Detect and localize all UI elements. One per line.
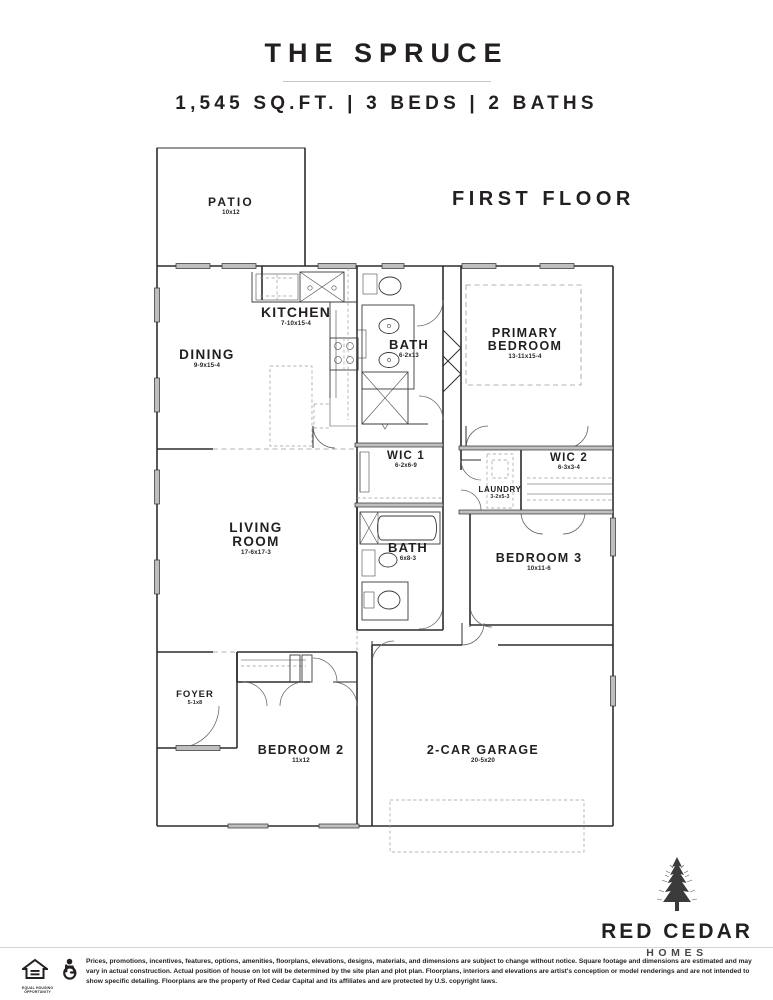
title-divider — [282, 81, 491, 82]
equal-housing-icon — [20, 958, 50, 979]
page-title: THE SPRUCE — [264, 38, 509, 68]
primary-bedroom-tray — [465, 284, 582, 386]
brand-block: RED CEDAR HOMES — [592, 855, 762, 959]
pine-tree-icon — [656, 857, 698, 911]
wic1-fixtures — [357, 451, 443, 499]
primary-bath-fixtures — [356, 273, 428, 430]
interior-walls-lower — [157, 630, 613, 826]
door-swings — [175, 274, 589, 751]
room-label-living-room: LIVING ROOM 17-6x17-3 — [229, 520, 283, 557]
floorplan-drawing: .w { fill:none; stroke:#2d2d2d; stroke-w… — [154, 147, 616, 853]
room-label-wic1: WIC 1 6-2x6-9 — [387, 450, 425, 470]
wall-caps — [227, 442, 614, 829]
room-label-dining: DINING 9-9x15-4 — [179, 347, 235, 370]
room-label-wic2: WIC 2 6-3x3-4 — [550, 452, 588, 472]
room-label-bedroom2: BEDROOM 2 11x12 — [257, 743, 345, 765]
brand-subtitle: HOMES — [646, 947, 708, 959]
page-header: THE SPRUCE 1,545 SQ.FT. | 3 BEDS | 2 BAT… — [0, 38, 773, 114]
kitchen-fixtures — [251, 268, 359, 447]
room-label-patio: PATIO 10x12 — [208, 195, 254, 216]
garage-pad — [389, 799, 585, 853]
floorplan-svg: .w { fill:none; stroke:#2d2d2d; stroke-w… — [154, 147, 616, 853]
room-label-primary-bedroom: PRIMARY BEDROOM 13-11x15-4 — [487, 326, 563, 361]
bath2-fixtures — [359, 511, 441, 621]
laundry-fixtures — [486, 453, 514, 509]
room-label-bedroom3: BEDROOM 3 10x11-6 — [495, 551, 583, 573]
room-label-bath2: BATH 6x8-3 — [388, 540, 428, 562]
legal-disclaimer: Prices, promotions, incentives, features… — [86, 958, 752, 986]
floor-label: FIRST FLOOR — [452, 188, 635, 210]
bed2-closet — [236, 652, 313, 683]
room-label-primary-bath: BATH 6-2x13 — [389, 337, 429, 359]
wic2-fixtures — [527, 477, 613, 501]
room-label-kitchen: KITCHEN 7-10x15-4 — [261, 304, 331, 327]
window-group-top — [175, 263, 575, 269]
brand-name: RED CEDAR — [601, 920, 753, 943]
accessibility-icon — [63, 958, 77, 980]
plan-specs: 1,545 SQ.FT. | 3 BEDS | 2 BATHS — [175, 93, 598, 114]
room-label-foyer: FOYER 5-1x8 — [176, 689, 214, 706]
window-group-right — [610, 517, 616, 707]
room-label-laundry: LAUNDRY 3-2x5-3 — [478, 485, 522, 501]
window-group-left — [154, 287, 160, 595]
room-label-garage: 2-CAR GARAGE 20-5x20 — [426, 743, 540, 765]
